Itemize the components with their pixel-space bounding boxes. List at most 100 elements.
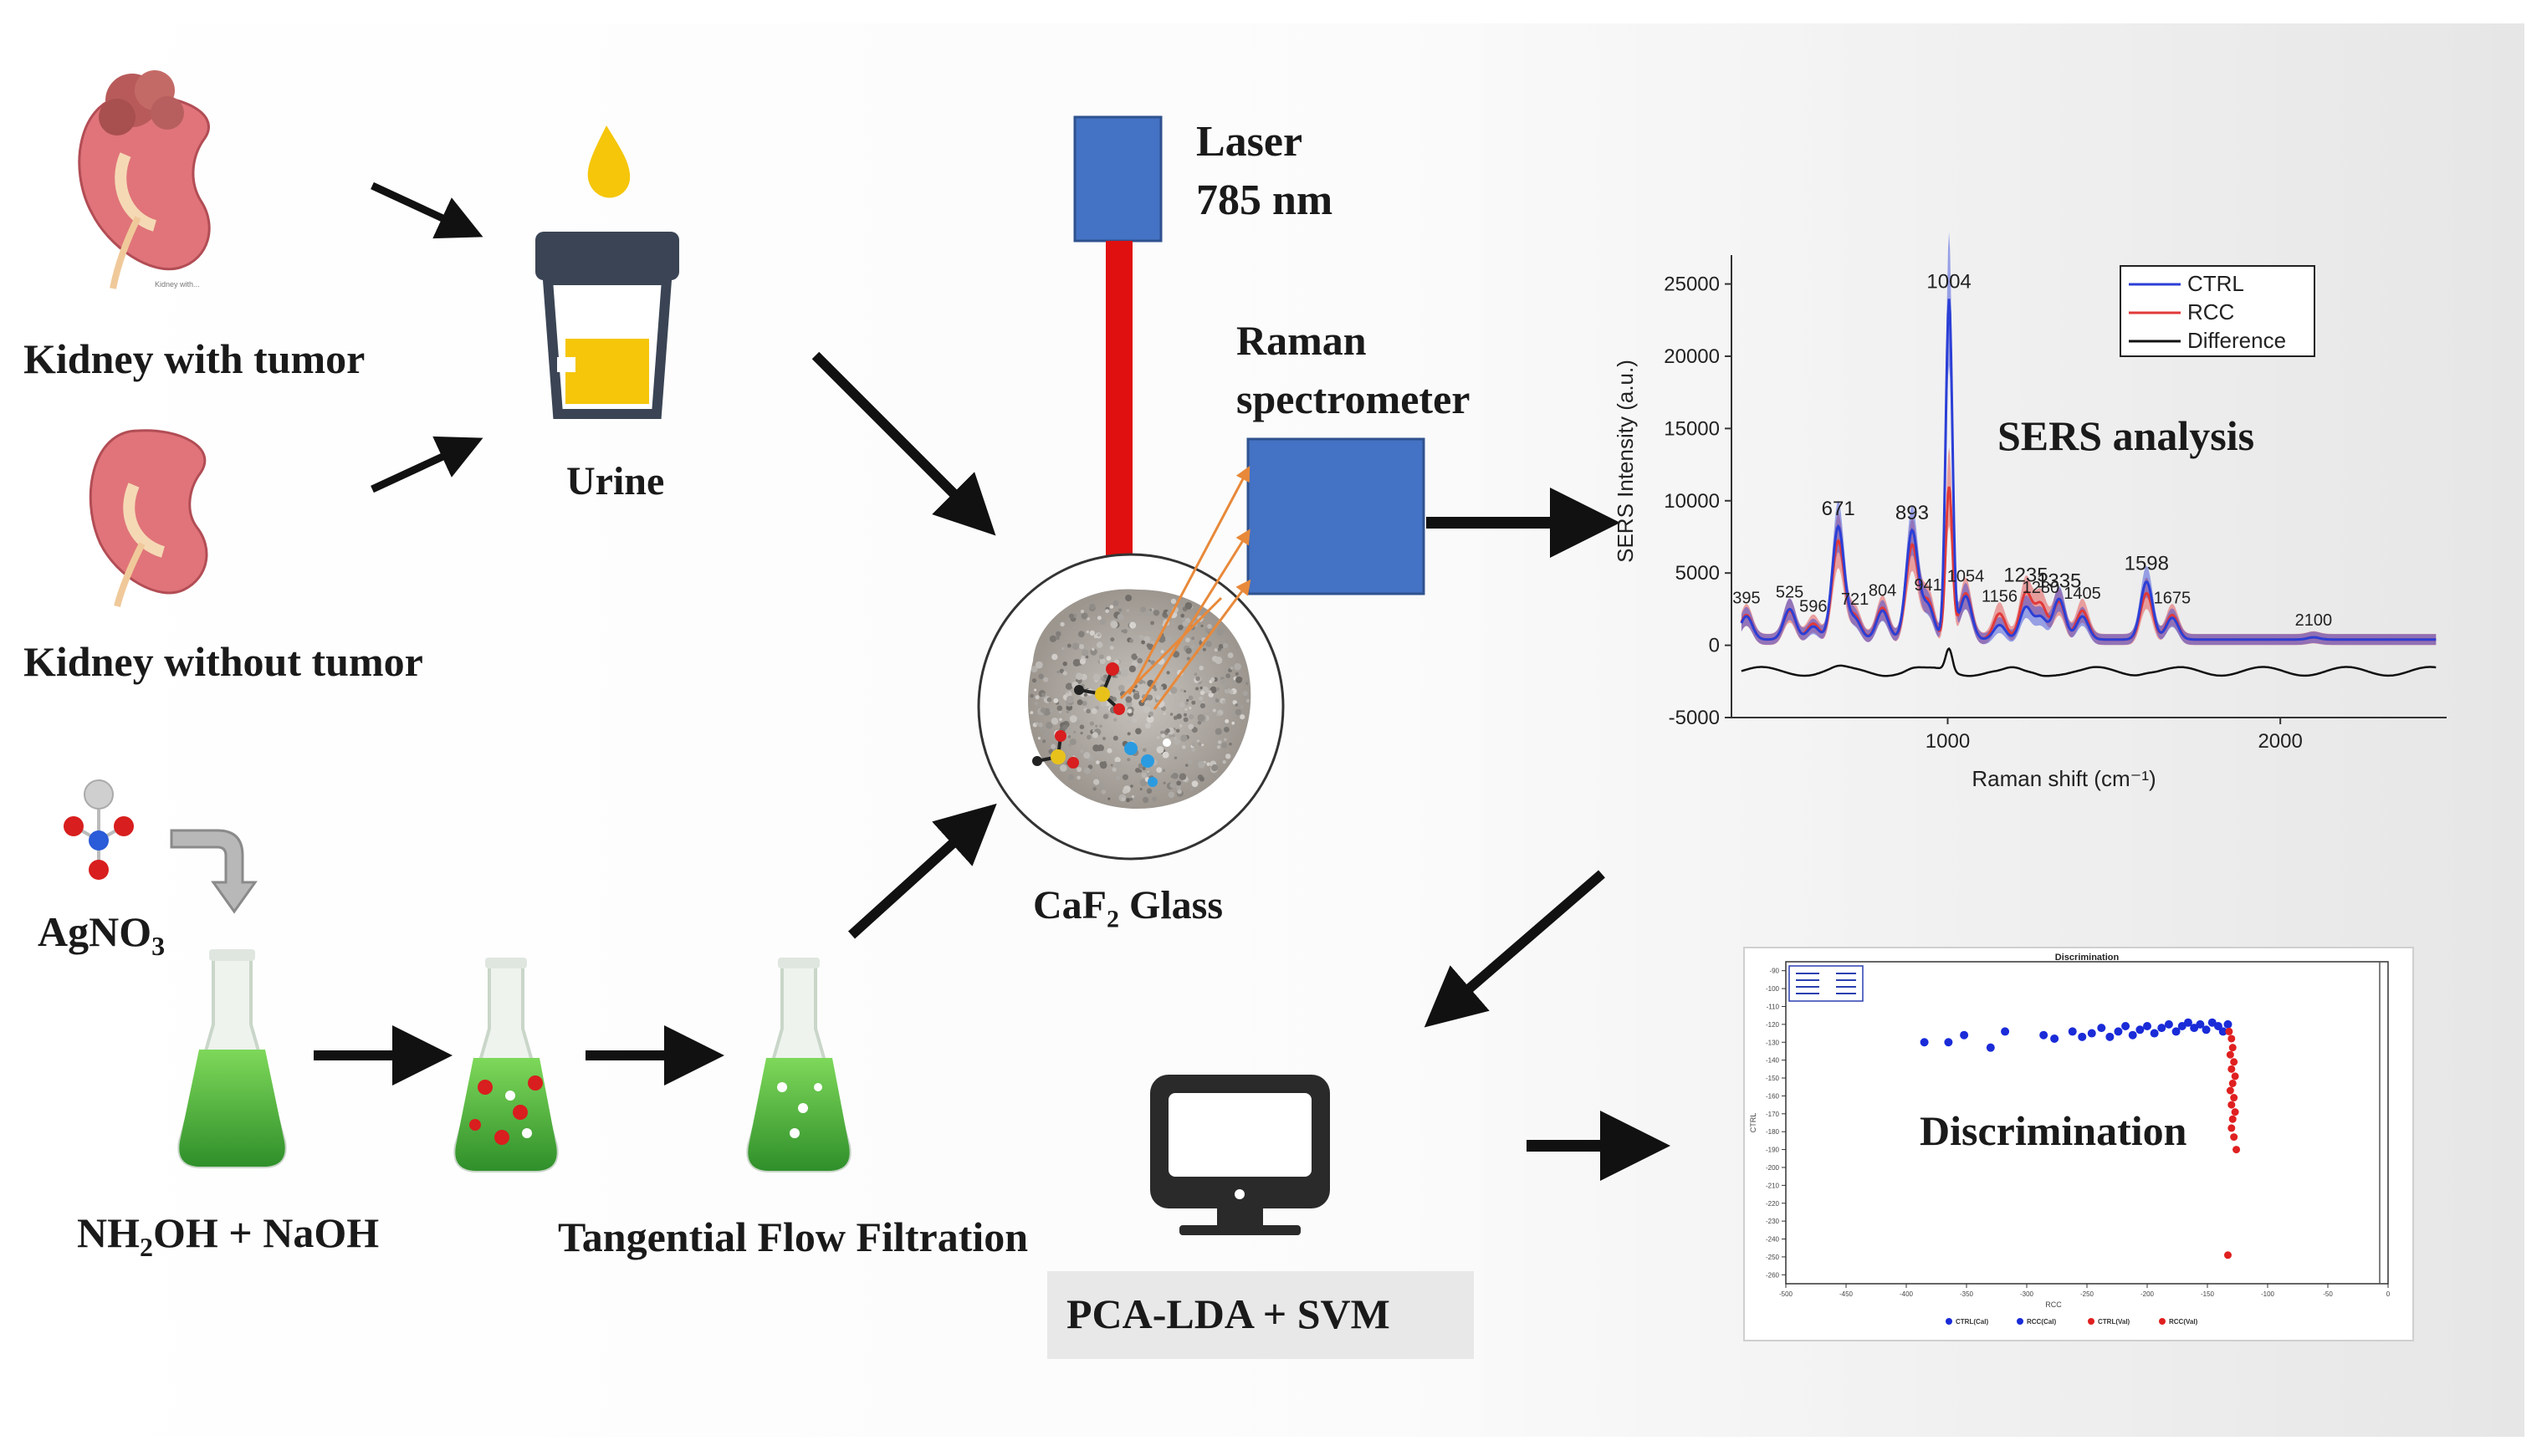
speckle (1079, 658, 1086, 665)
nh2oh-text-b: OH + NaOH (153, 1209, 380, 1256)
ctrl-point (2039, 1030, 2048, 1040)
speckle (1139, 788, 1143, 791)
speckle (1216, 628, 1225, 636)
ctrl-series-line (1740, 299, 2437, 641)
speckle (1061, 646, 1065, 651)
speckle (1066, 710, 1070, 713)
speckle (1092, 673, 1101, 681)
speckle (1222, 760, 1226, 764)
speckle (1129, 798, 1133, 801)
legend-marker (2088, 1318, 2094, 1325)
speckle (1227, 652, 1234, 658)
speckle (1040, 708, 1046, 713)
caf2-subscript: 2 (1106, 905, 1119, 933)
ctrl-point (2177, 1022, 2186, 1030)
speckle (1149, 608, 1153, 611)
speckle (1194, 672, 1198, 676)
speckle (1229, 690, 1234, 695)
raman-label-line1: Raman (1236, 317, 1367, 364)
speckle (1056, 631, 1061, 637)
laser-beam (1106, 241, 1133, 613)
speckle (1209, 698, 1215, 703)
agno3-label: AgNO3 (38, 907, 165, 962)
speckle (1060, 764, 1067, 772)
speckle (1156, 736, 1160, 739)
speckle (1114, 761, 1122, 769)
x-tick-label: -150 (2201, 1290, 2215, 1298)
speckle (1217, 647, 1222, 651)
y-tick-label: -230 (1766, 1218, 1780, 1225)
ctrl-point (2190, 1024, 2199, 1033)
ctrl-point (2223, 1019, 2232, 1029)
speckle (1199, 696, 1204, 701)
x-tick-label: -350 (1960, 1290, 1974, 1298)
speckle (1185, 637, 1190, 643)
speckle (1186, 656, 1191, 661)
pca-label-box (1047, 1271, 1474, 1359)
peak-label: 1235 (2003, 564, 2048, 586)
speckle (1102, 677, 1107, 682)
speckle (1184, 690, 1187, 693)
speckle (1224, 738, 1227, 742)
speckle (1141, 640, 1145, 645)
speckle (1112, 600, 1119, 606)
y-tick-label: -100 (1766, 985, 1780, 993)
rcc-point (2227, 1124, 2236, 1132)
speckle (1171, 774, 1176, 779)
speckle (1235, 703, 1239, 707)
y-axis-label: CTRL (1749, 1113, 1757, 1133)
speckle (1112, 735, 1118, 741)
speckle (1184, 701, 1189, 706)
speckle (1156, 746, 1164, 754)
speckle (1080, 610, 1085, 614)
speckle (1046, 722, 1053, 729)
speckle (1174, 737, 1178, 741)
speckle (1053, 697, 1059, 703)
y-tick-label: -240 (1766, 1236, 1780, 1244)
peak-label: 525 (1776, 583, 1803, 601)
sers-analysis-label: SERS analysis (1997, 412, 2255, 459)
speckle (1041, 727, 1044, 730)
speckle (1223, 643, 1229, 649)
speckle (1222, 700, 1226, 704)
speckle (1176, 780, 1182, 786)
speckle (1137, 657, 1143, 664)
y-tick-label: -120 (1766, 1021, 1780, 1029)
speckle (1080, 749, 1084, 754)
x-tick-label: -300 (2020, 1290, 2034, 1298)
speckle (1240, 714, 1245, 720)
speckle (1071, 642, 1080, 651)
legend-marker (1946, 1318, 1952, 1325)
speckle (1059, 718, 1062, 722)
nh2oh-text-a: NH (77, 1209, 140, 1256)
rcc-point (2232, 1146, 2241, 1154)
speckle (1184, 708, 1188, 711)
rcc-point (2231, 1072, 2239, 1081)
rcc-point (2231, 1108, 2239, 1116)
speckle (1100, 619, 1106, 626)
speckle (1207, 624, 1212, 629)
speckle (1189, 707, 1192, 710)
speckle (1185, 764, 1189, 767)
speckle (1172, 733, 1175, 738)
y-tick-label: -260 (1766, 1271, 1780, 1279)
speckle (1067, 774, 1075, 781)
speckle (1232, 700, 1237, 705)
y-tick-label: -170 (1766, 1111, 1780, 1118)
speckle (1098, 783, 1104, 789)
speckle (1107, 748, 1112, 754)
raman-spectrometer-box (1246, 437, 1425, 595)
speckle (1079, 644, 1084, 650)
laser-label-line2: 785 nm (1196, 176, 1333, 224)
y-tick-label: 0 (1709, 635, 1720, 657)
speckle (1155, 695, 1161, 701)
speckle (1146, 694, 1153, 701)
urine-drop-icon (587, 125, 631, 198)
pca-lda-svm-label: PCA-LDA + SVM (1066, 1290, 1390, 1337)
speckle (1073, 730, 1077, 734)
speckle (1062, 724, 1068, 730)
speckle (1136, 653, 1139, 656)
speckle (1235, 676, 1243, 683)
speckle (1125, 595, 1133, 601)
peak-label: 596 (1799, 598, 1827, 616)
